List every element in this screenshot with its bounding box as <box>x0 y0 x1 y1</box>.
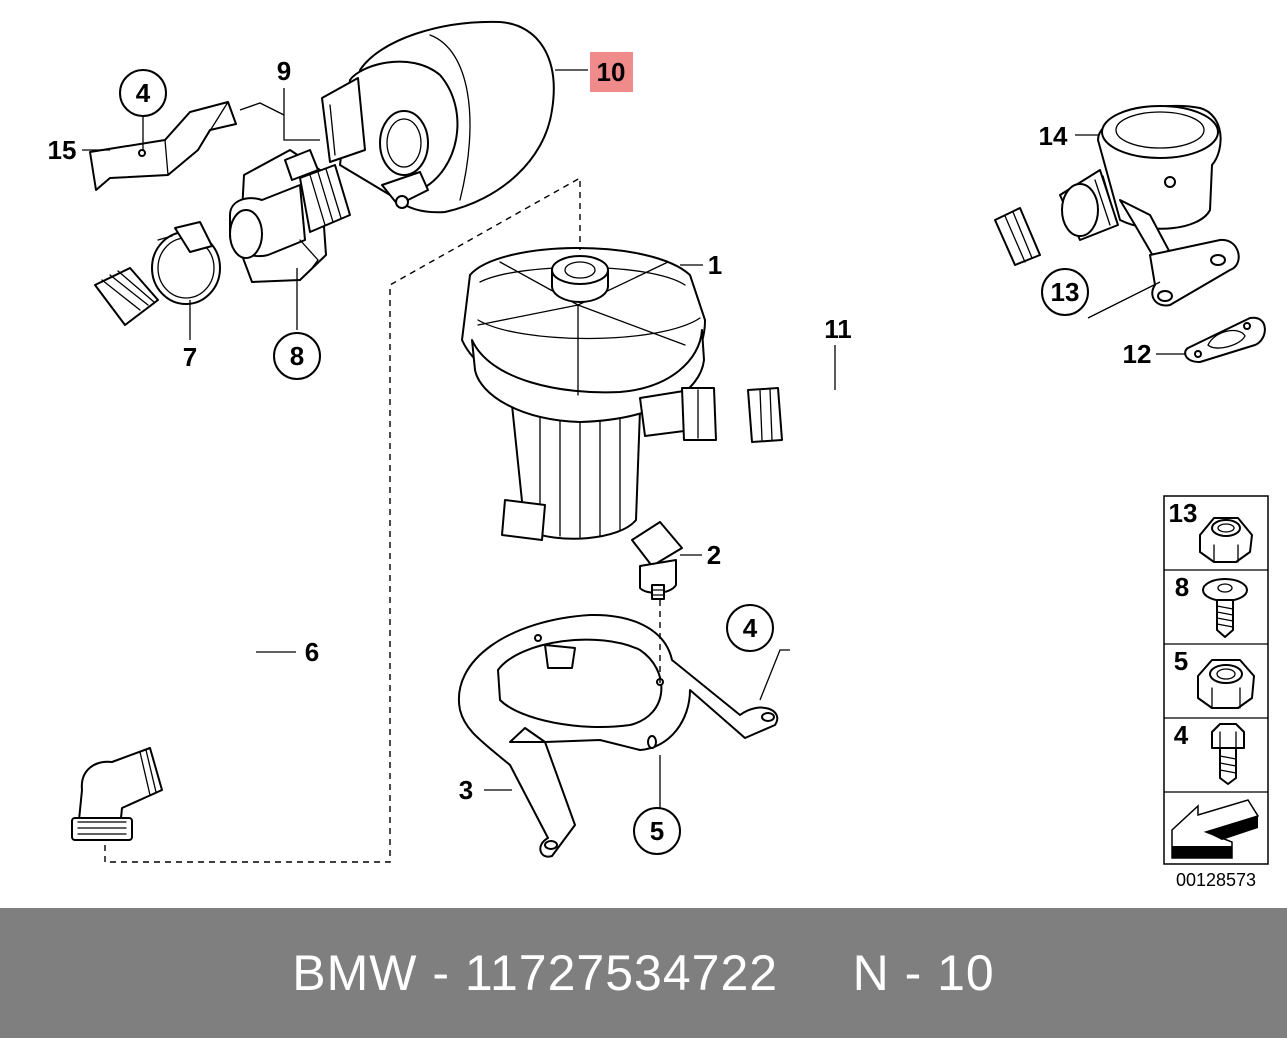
air-filter-10 <box>321 20 555 214</box>
separator: - <box>417 945 465 1001</box>
parts-diagram: 4 15 9 10 7 8 1 2 4 5 3 6 11 14 13 12 <box>32 20 1269 890</box>
hose-6 <box>32 267 264 841</box>
callout-13: 13 <box>1051 277 1080 307</box>
brand-label: BMW <box>292 945 418 1001</box>
gap <box>778 944 852 1002</box>
footer-caption: BMW - 11727534722 N - 10 <box>0 908 1287 1038</box>
callout-15: 15 <box>48 135 77 165</box>
callout-4: 4 <box>136 78 151 108</box>
callout-12: 12 <box>1123 339 1152 369</box>
air-valve-14 <box>1059 104 1240 307</box>
assembly-lines <box>104 176 661 863</box>
callout-4-lower: 4 <box>743 613 758 643</box>
fastener-legend: 13 8 5 4 <box>1163 495 1269 890</box>
nut-icon <box>1197 659 1255 709</box>
leader-lines <box>82 69 1186 810</box>
callout-11: 11 <box>824 314 852 344</box>
check-valve-8 <box>229 149 351 283</box>
callout-1: 1 <box>708 250 722 280</box>
air-pump-1 <box>410 247 717 541</box>
footer-bar: BMW - 11727534722 N - 10 <box>0 908 1287 1038</box>
callout-3: 3 <box>459 775 473 805</box>
callout-2: 2 <box>707 540 721 570</box>
callout-14: 14 <box>1039 121 1068 151</box>
gasket-12 <box>1184 316 1266 363</box>
callout-10: 10 <box>597 57 626 87</box>
bracket-15 <box>89 101 237 191</box>
callout-7: 7 <box>183 342 197 372</box>
bolt-icon <box>1211 723 1245 785</box>
legend-label-13: 13 <box>1169 498 1198 528</box>
callout-5: 5 <box>650 816 664 846</box>
position-label: N - 10 <box>852 945 995 1001</box>
legend-label-5: 5 <box>1174 646 1188 676</box>
nut-icon <box>1199 517 1253 563</box>
legend-label-8: 8 <box>1175 572 1189 602</box>
part-number: 11727534722 <box>464 945 779 1001</box>
hose-11 <box>747 207 1041 443</box>
callouts: 4 15 9 10 7 8 1 2 4 5 3 6 11 14 13 12 <box>48 52 1152 855</box>
hose-clamp-7 <box>151 221 221 305</box>
bracket-3 <box>457 613 779 858</box>
direction-arrow-icon <box>1171 799 1260 859</box>
diagram-number: 00128573 <box>1176 870 1256 890</box>
callout-8: 8 <box>290 341 304 371</box>
callout-10-highlight <box>590 52 633 92</box>
connector-2 <box>631 521 683 600</box>
legend-label-4: 4 <box>1174 720 1189 750</box>
callout-9: 9 <box>277 56 291 86</box>
callout-6: 6 <box>305 637 319 667</box>
screw-icon <box>1202 578 1248 638</box>
